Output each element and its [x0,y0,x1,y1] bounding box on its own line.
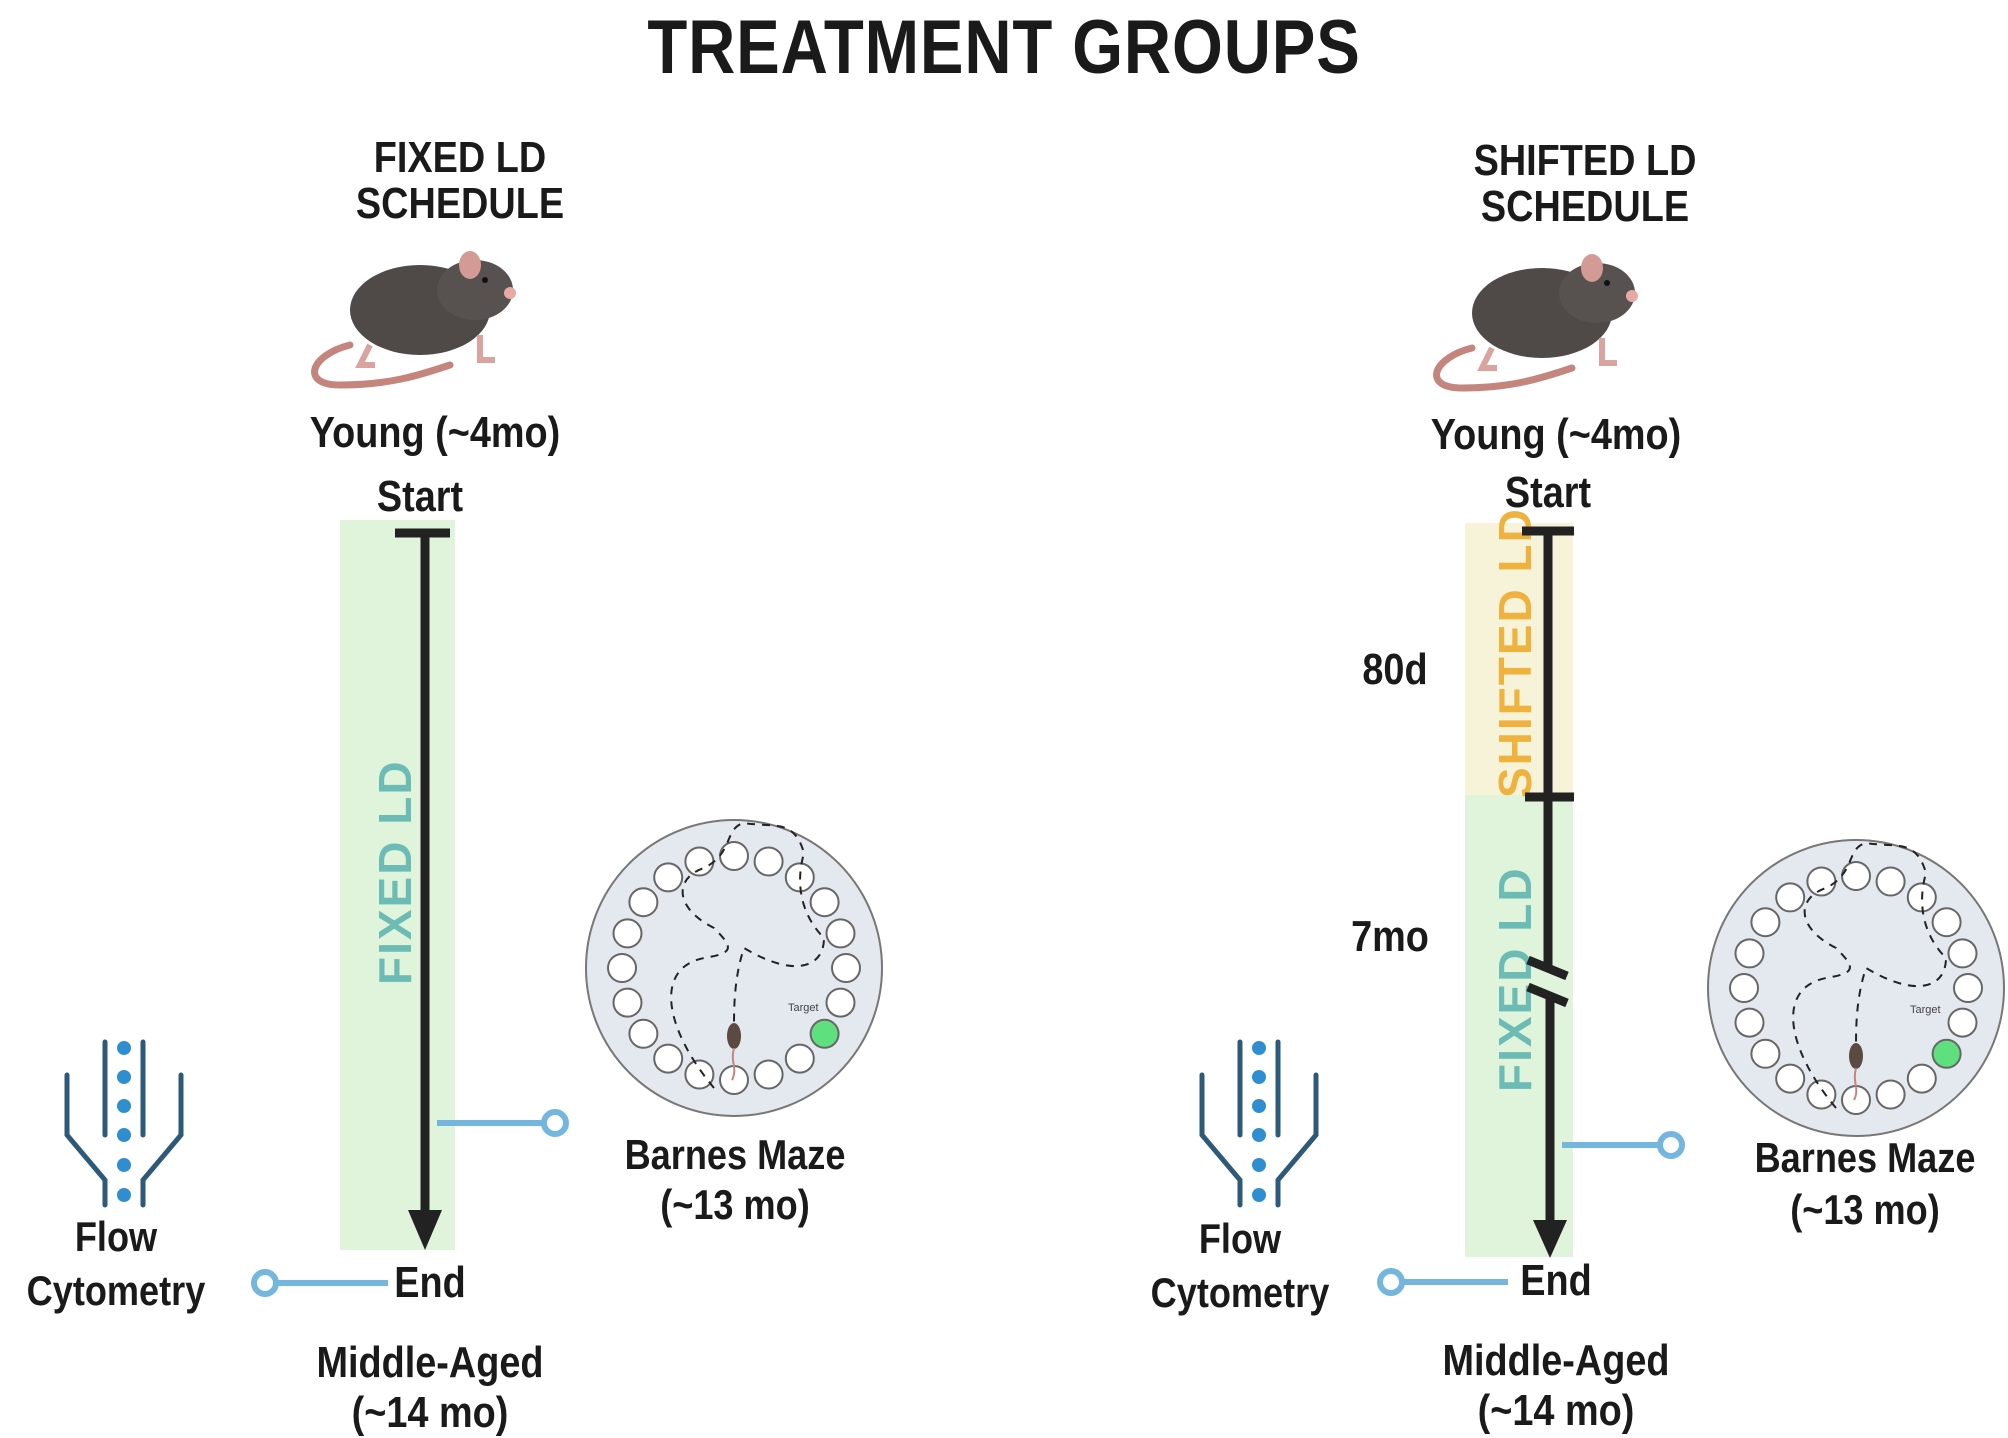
fixed-ld-band [340,520,455,1250]
start-age-label: Young (~4mo) [1430,410,1682,459]
fixed-ld-band-shifted-group [1465,795,1573,1257]
maze-hole [831,953,861,983]
heading-line2: SCHEDULE [355,179,565,228]
maze-hole [628,887,659,918]
flow-cytometry-icon-right [1199,1039,1319,1208]
maze-platform [585,819,883,1117]
figure-title: TREATMENT GROUPS [647,5,1361,90]
barnes-maze-label-left: Barnes Maze (~13 mo) [593,1130,877,1230]
maze-hole [719,1065,749,1095]
maze-target-hole [809,1018,840,1049]
maze-platform [1707,839,2005,1137]
maze-hole [1806,866,1837,897]
maze-hole [1875,866,1906,897]
maze-target-label-left: Target [788,1002,819,1014]
barnes-maze-left [585,819,883,1117]
heading-line1: FIXED LD [373,133,547,182]
barnes-maze-label-right: Barnes Maze (~13 mo) [1723,1132,2007,1236]
maze-mouse-tail [1853,1067,1858,1101]
barnes-maze-right [1707,839,2005,1137]
end-age-line1: Middle-Aged [1442,1336,1670,1385]
maze-hole [1729,973,1759,1003]
maze-target-label-right: Target [1910,1004,1941,1016]
end-label: End [1520,1256,1592,1305]
maze-hole [753,846,784,877]
start-label: Start [376,472,464,521]
maze-hole [1841,1085,1871,1115]
maze-hole [1947,938,1978,969]
maze-hole [1734,938,1765,969]
maze-hole [719,841,749,871]
flow-cytometry-icon-left [64,1039,184,1208]
maze-hole [684,1059,715,1090]
maze-hole [607,953,637,983]
end-age-line1: Middle-Aged [316,1338,544,1387]
maze-hole [653,862,684,893]
maze-hole [1750,907,1781,938]
maze-hole [1775,1063,1806,1094]
maze-hole [1841,861,1871,891]
maze-hole [1906,882,1937,913]
shifted-ld-phase-label: SHIFTED LD [1489,507,1541,798]
maze-hole [1734,1007,1765,1038]
flow-line2: Cytometry [26,1267,206,1314]
maze-hole [753,1059,784,1090]
maze-hole [1953,973,1983,1003]
maze-hole [1806,1079,1837,1110]
barnes-line1: Barnes Maze [1754,1134,1976,1181]
fixed-ld-phase-label: FIXED LD [369,759,421,985]
barnes-line2: (~13 mo) [660,1181,810,1228]
flow-line1: Flow [74,1213,158,1260]
maze-hole [1775,882,1806,913]
maze-hole [825,918,856,949]
heading-line1: SHIFTED LD [1473,136,1697,185]
fixed-ld-phase-label-shifted-group: FIXED LD [1489,866,1541,1092]
maze-hole [628,1018,659,1049]
mouse-right [1433,254,1638,392]
shifted-schedule-heading: SHIFTED LD SCHEDULE [1443,138,1727,230]
maze-hole [684,846,715,877]
heading-line2: SCHEDULE [1480,182,1690,231]
flow-line1: Flow [1198,1215,1282,1262]
maze-path [670,821,826,1089]
start-label: Start [1504,468,1592,517]
maze-hole [1875,1079,1906,1110]
barnes-line1: Barnes Maze [624,1131,846,1178]
end-label: End [394,1258,466,1307]
maze-hole [1947,1007,1978,1038]
end-age-label: Middle-Aged (~14 mo) [284,1338,576,1438]
fixed-schedule-heading: FIXED LD SCHEDULE [322,135,597,227]
barnes-connector-left [437,1109,569,1137]
maze-mouse-tail [731,1047,736,1081]
maze-hole [784,1043,815,1074]
maze-path [1792,841,1948,1109]
maze-hole [1931,907,1962,938]
end-age-line2: (~14 mo) [1477,1386,1635,1435]
maze-hole [825,987,856,1018]
flow-cytometry-label-left: Flow Cytometry [16,1210,216,1318]
shifted-duration-label: 80d [1362,645,1428,694]
maze-hole [784,862,815,893]
shifted-ld-band [1465,523,1573,795]
maze-hole [612,987,643,1018]
maze-mouse [727,1023,741,1049]
flow-connector-left [251,1269,388,1297]
fixed-duration-label: 7mo [1351,912,1429,961]
flow-connector-right [1377,1268,1508,1296]
maze-hole [1750,1038,1781,1069]
barnes-connector-right [1562,1131,1685,1159]
start-age-label: Young (~4mo) [309,408,561,457]
mouse-left [311,251,516,389]
maze-hole [653,1043,684,1074]
maze-hole [612,918,643,949]
maze-hole [809,887,840,918]
flow-cytometry-label-right: Flow Cytometry [1137,1212,1343,1320]
barnes-line2: (~13 mo) [1790,1186,1940,1233]
maze-target-hole [1931,1038,1962,1069]
maze-hole [1906,1063,1937,1094]
maze-mouse [1849,1043,1863,1069]
flow-line2: Cytometry [1150,1269,1330,1316]
end-age-line2: (~14 mo) [351,1388,509,1437]
end-age-label: Middle-Aged (~14 mo) [1410,1336,1702,1436]
